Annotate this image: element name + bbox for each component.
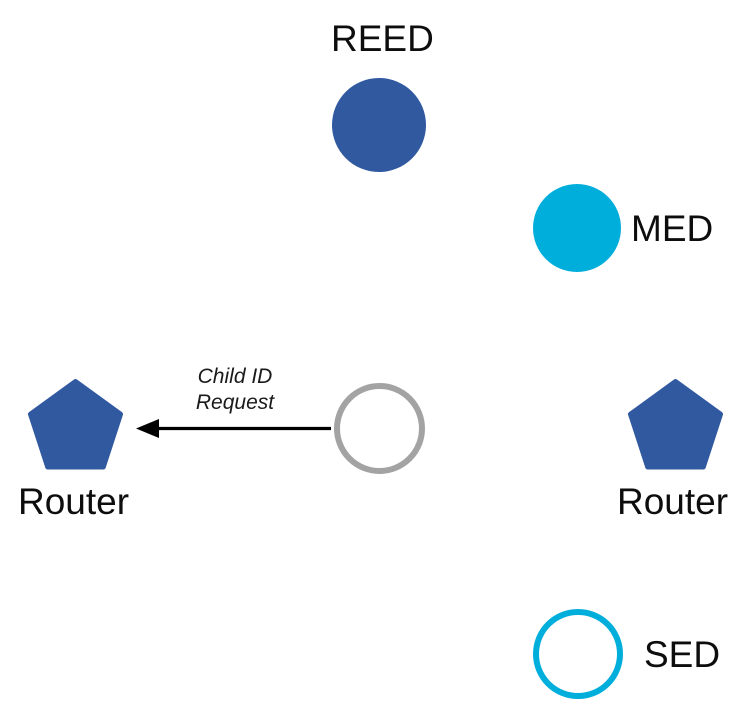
router-right-label: Router xyxy=(617,481,729,522)
med-node-circle[interactable] xyxy=(533,184,621,272)
joiner-node-circle[interactable] xyxy=(334,383,425,474)
edge-label-child-id-request: Child ID Request xyxy=(155,364,315,417)
reed-node-circle[interactable] xyxy=(332,78,426,172)
router-left-label: Router xyxy=(18,481,130,522)
edge-label-line-2: Request xyxy=(195,391,275,415)
edge-label-line-1: Child ID xyxy=(197,365,273,388)
router-left-node-pentagon[interactable] xyxy=(28,379,124,470)
sed-label: SED xyxy=(644,634,721,675)
sed-node-circle[interactable] xyxy=(533,609,623,699)
child-id-request-arrow xyxy=(136,419,331,438)
router-right-node-pentagon[interactable] xyxy=(628,379,724,470)
reed-label: REED xyxy=(331,18,434,59)
med-label: MED xyxy=(631,208,714,249)
